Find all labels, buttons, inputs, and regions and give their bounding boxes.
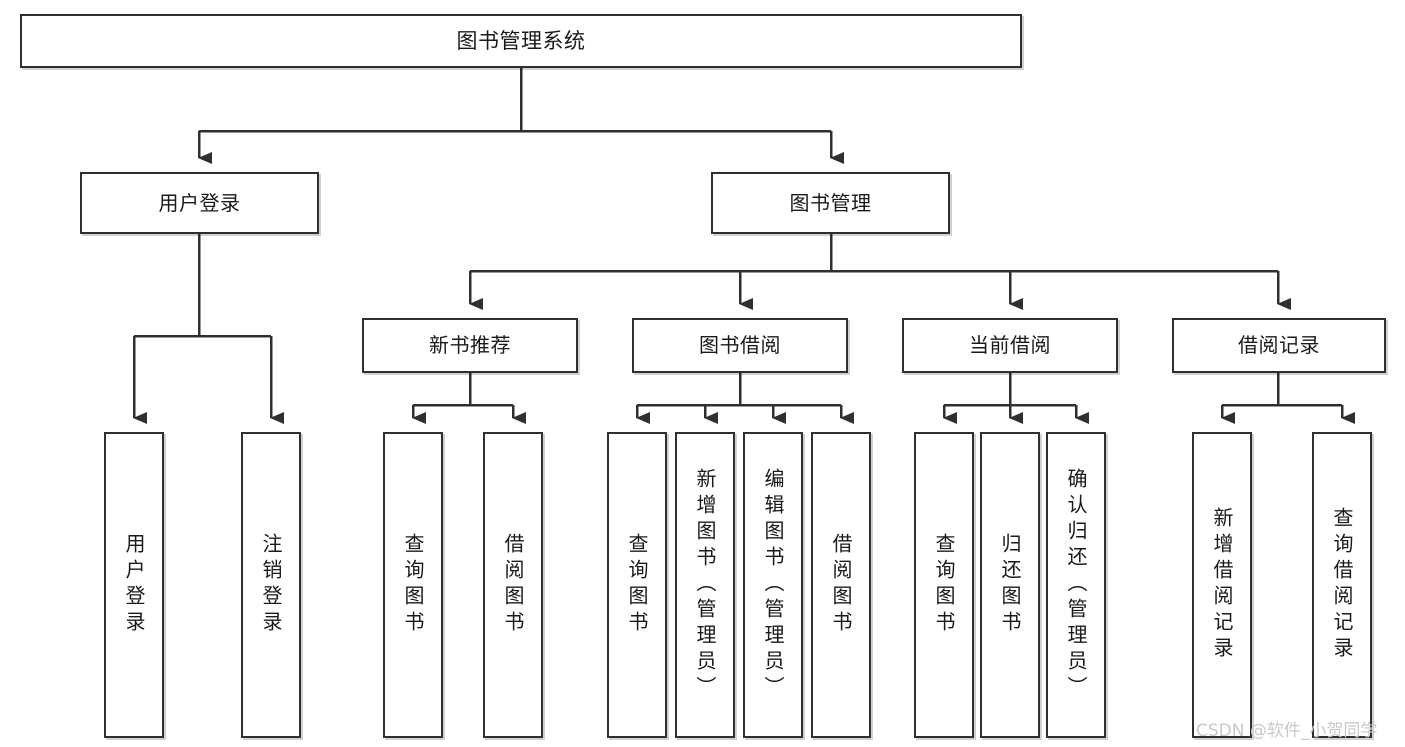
leaf-borrow-record-query[interactable]: 查询借阅记录: [1312, 432, 1372, 738]
leaf-user-login-signout[interactable]: 注销登录: [241, 432, 301, 738]
leaf-current-borrow-query-label: 查询图书: [932, 533, 956, 637]
leaf-borrow-record-add[interactable]: 新增借阅记录: [1192, 432, 1252, 738]
node-root-label: 图书管理系统: [456, 28, 586, 53]
leaf-book-borrow-edit-label: 编辑图书（管理员）: [761, 468, 785, 702]
leaf-book-borrow-add-label: 新增图书（管理员）: [693, 468, 717, 702]
node-user-login-label: 用户登录: [158, 190, 241, 215]
leaf-current-borrow-return[interactable]: 归还图书: [980, 432, 1040, 738]
leaf-borrow-record-query-label: 查询借阅记录: [1330, 507, 1354, 663]
leaf-user-login-signout-label: 注销登录: [259, 533, 283, 637]
watermark-text: CSDN @软件_小贺同学: [1196, 721, 1378, 741]
leaf-current-borrow-confirm[interactable]: 确认归还（管理员）: [1046, 432, 1106, 738]
node-new-book-recommend-label: 新书推荐: [429, 333, 511, 357]
leaf-book-borrow-query[interactable]: 查询图书: [607, 432, 667, 738]
leaf-new-book-query-label: 查询图书: [401, 533, 425, 637]
leaf-user-login-signin-label: 用户登录: [122, 533, 146, 637]
leaf-new-book-query[interactable]: 查询图书: [383, 432, 443, 738]
leaf-new-book-borrow-label: 借阅图书: [501, 533, 525, 637]
leaf-new-book-borrow[interactable]: 借阅图书: [483, 432, 543, 738]
leaf-current-borrow-return-label: 归还图书: [998, 533, 1022, 637]
node-current-borrow[interactable]: 当前借阅: [902, 318, 1118, 373]
node-book-borrow-label: 图书借阅: [699, 333, 781, 357]
node-borrow-record[interactable]: 借阅记录: [1172, 318, 1386, 373]
leaf-current-borrow-confirm-label: 确认归还（管理员）: [1064, 468, 1088, 702]
node-book-management[interactable]: 图书管理: [711, 172, 950, 234]
node-borrow-record-label: 借阅记录: [1238, 333, 1320, 357]
node-root[interactable]: 图书管理系统: [20, 14, 1022, 68]
leaf-borrow-record-add-label: 新增借阅记录: [1210, 507, 1234, 663]
node-user-login[interactable]: 用户登录: [80, 172, 319, 234]
leaf-book-borrow-edit[interactable]: 编辑图书（管理员）: [743, 432, 803, 738]
node-current-borrow-label: 当前借阅: [969, 333, 1051, 357]
node-book-borrow[interactable]: 图书借阅: [632, 318, 848, 373]
node-book-management-label: 图书管理: [789, 190, 872, 215]
leaf-book-borrow-add[interactable]: 新增图书（管理员）: [675, 432, 735, 738]
leaf-book-borrow-lend-label: 借阅图书: [829, 533, 853, 637]
leaf-current-borrow-query[interactable]: 查询图书: [914, 432, 974, 738]
leaf-book-borrow-query-label: 查询图书: [625, 533, 649, 637]
leaf-book-borrow-lend[interactable]: 借阅图书: [811, 432, 871, 738]
leaf-user-login-signin[interactable]: 用户登录: [104, 432, 164, 738]
node-new-book-recommend[interactable]: 新书推荐: [362, 318, 578, 373]
